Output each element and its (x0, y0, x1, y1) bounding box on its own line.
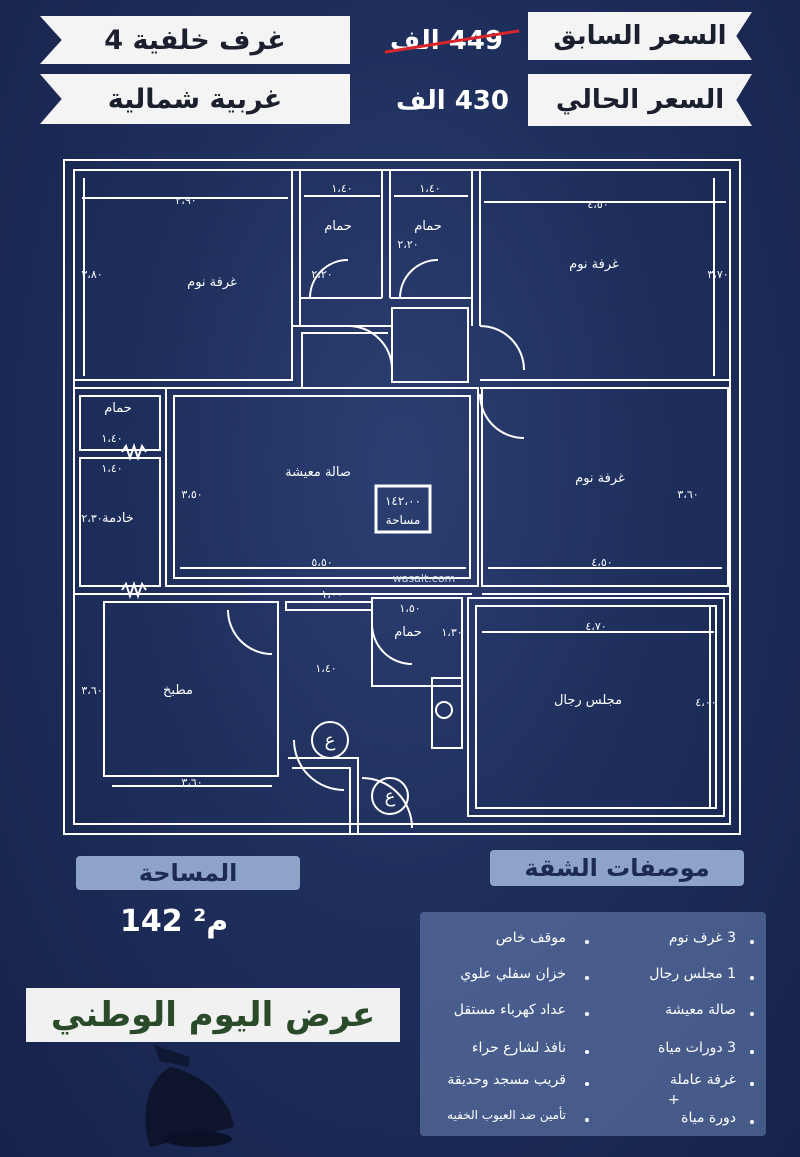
dim-label: ٣،٨٠ (81, 268, 102, 281)
room-bathroom-maid: حمام (104, 401, 132, 416)
watermark: wasalt.com (393, 572, 456, 585)
feature-left-3: عداد كهرباء مستقل (453, 1002, 566, 1018)
dim-label: ٢،٢٠ (311, 268, 332, 281)
rooms-back-text: 4 غرف خلفية (104, 24, 286, 56)
bullet (585, 1050, 589, 1054)
area-box-label: مساحة (386, 513, 421, 527)
feature-left-2: خزان سفلي علوي (460, 966, 566, 982)
feature-left-1: موقف خاص (495, 930, 566, 946)
feature-right-6: دورة مياة (681, 1110, 736, 1126)
bullet (750, 1120, 754, 1124)
rooms-back-banner: 4 غرف خلفية (40, 16, 350, 64)
room-bathroom-3: حمام (394, 625, 422, 640)
dim-label: ٢،٢٠ (397, 238, 418, 251)
feature-right-1: 3 غرف نوم (668, 930, 736, 946)
bullet (750, 1050, 754, 1054)
dim-label: ١،٥٠ (399, 602, 420, 615)
dim-label: ٣،٥٠ (181, 488, 202, 501)
area-box-value: ١٤٢،٠٠ (385, 494, 421, 508)
dim-label: ٤،٧٠ (585, 620, 606, 633)
feature-left-4: نافذ لشارع حراء (471, 1040, 566, 1056)
room-men-majlis: مجلس رجال (554, 693, 622, 708)
dim-label: ١،٤٠ (101, 462, 122, 475)
bullet (750, 1012, 754, 1016)
dim-label: ١،٤٠ (419, 182, 440, 195)
feature-left-5: قريب مسجد وحديقة (447, 1072, 566, 1088)
floor-plan: غرفة نوم حمام حمام غرفة نوم حمام خادمة ص… (63, 159, 741, 835)
door-mark: ع (385, 786, 396, 807)
orientation-text: غربية شمالية (107, 83, 283, 115)
bullet (750, 1082, 754, 1086)
feature-right-plus: + (668, 1092, 680, 1108)
area-title: المساحة (138, 859, 238, 887)
feature-right-5: غرفة عاملة (670, 1072, 736, 1088)
bullet (585, 1012, 589, 1016)
bullet (585, 976, 589, 980)
dim-label: ١،٣٠ (441, 626, 462, 639)
room-bathroom-1: حمام (324, 219, 352, 234)
feature-right-2: 1 مجلس رجال (649, 966, 736, 982)
dim-label: ٣،٦٠ (81, 684, 102, 697)
specs-title: موصفات الشقة (524, 854, 710, 882)
dim-label: ١،٤٠ (101, 432, 122, 445)
bullet (585, 1082, 589, 1086)
room-bedroom-mid-right: غرفة نوم (575, 471, 625, 486)
room-bedroom-top-left: غرفة نوم (187, 275, 237, 290)
bullet (585, 940, 589, 944)
current-price-banner: السعر الحالي (528, 74, 752, 126)
dim-label: ١،٤٠ (331, 182, 352, 195)
dim-label: ٣،٧٠ (707, 268, 728, 281)
room-bathroom-2: حمام (414, 219, 442, 234)
area-title-pill: المساحة (76, 856, 300, 890)
feature-right-3: صالة معيشة (665, 1002, 736, 1018)
dim-label: ١،٠٠ (321, 588, 342, 601)
bullet (585, 1118, 589, 1122)
current-price: 430 الف (396, 86, 509, 116)
current-price-label: السعر الحالي (555, 85, 725, 115)
dim-label: ٤،٥٠ (591, 556, 612, 569)
room-bedroom-top-right: غرفة نوم (569, 257, 619, 272)
offer-text: عرض اليوم الوطني (50, 995, 376, 1035)
feature-left-6: تأمين ضد العيوب الخفيه (447, 1108, 566, 1122)
dim-label: ٥،٥٠ (311, 556, 332, 569)
previous-price-label: السعر السابق (553, 21, 727, 51)
previous-price-banner: السعر السابق (528, 12, 752, 60)
bullet (750, 976, 754, 980)
dim-label: ٣،٦٠ (181, 776, 202, 789)
area-box (374, 484, 432, 534)
dim-label: ٢،٣٠ (81, 512, 102, 525)
dim-label: ٤،٥٠ (587, 198, 608, 211)
bullet (750, 940, 754, 944)
room-kitchen: مطبخ (163, 683, 193, 698)
door-mark: ع (325, 730, 336, 751)
dim-label: ٤،٠٠ (695, 696, 716, 709)
dim-label: ٣،٦٠ (677, 488, 698, 501)
specs-title-pill: موصفات الشقة (490, 850, 744, 886)
feature-right-4: 3 دورات مياة (658, 1040, 736, 1056)
orientation-banner: غربية شمالية (40, 74, 350, 124)
room-maid: خادمة (102, 511, 134, 526)
national-day-offer: عرض اليوم الوطني (26, 988, 400, 1042)
dim-label: ١،٤٠ (315, 662, 336, 675)
room-living-hall: صالة معيشة (285, 465, 351, 480)
features-panel: 3 غرف نوم 1 مجلس رجال صالة معيشة 3 دورات… (420, 912, 766, 1136)
lamp-icon (145, 1045, 234, 1147)
dim-label: ٣،٩٠ (175, 194, 196, 207)
area-value: 142 م² (120, 904, 229, 939)
